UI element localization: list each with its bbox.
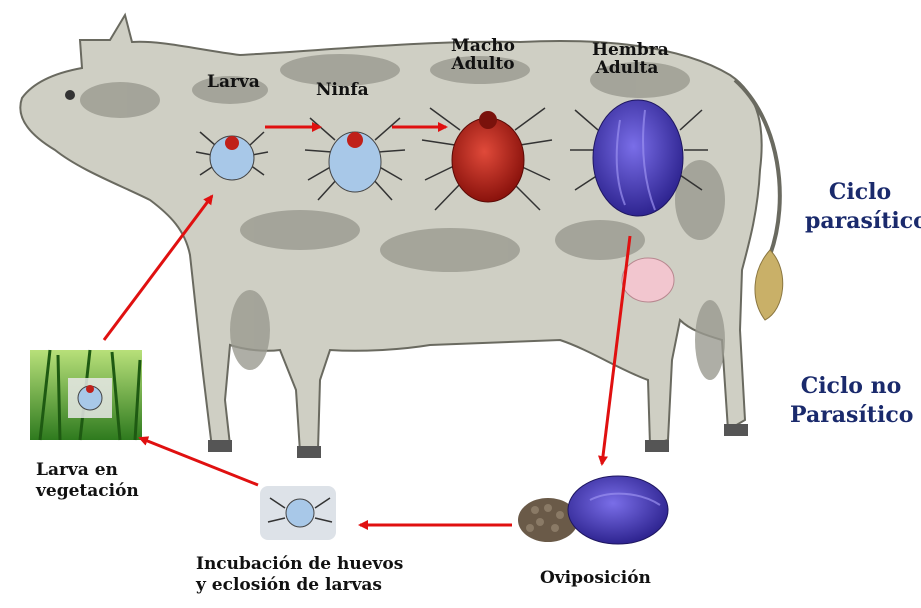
macho-adulto-label: Macho Adulto: [448, 38, 518, 74]
ciclo-parasitico-line-1: Ciclo: [805, 178, 915, 207]
larva-en-vegetacion-line-2: vegetación: [36, 481, 139, 502]
incubacion-line-1: Incubación de huevos: [196, 554, 403, 575]
ciclo-no-parasitico-label: Ciclo no Parasítico: [790, 372, 912, 429]
hembra-adulta-label: Hembra Adulta: [592, 42, 662, 78]
ciclo-no-parasitico-line-1: Ciclo no: [790, 372, 912, 401]
macho-adulto-line-2: Adulto: [448, 56, 518, 74]
larva-en-vegetacion-line-1: Larva en: [36, 460, 139, 481]
ciclo-no-parasitico-line-2: Parasítico: [790, 401, 912, 430]
arrow-incubacion-to-vegetacion: [140, 438, 258, 485]
oviposicion-label: Oviposición: [540, 568, 651, 589]
ciclo-parasitico-line-2: parasítico: [805, 207, 915, 236]
ciclo-parasitico-label: Ciclo parasítico: [805, 178, 915, 235]
incubacion-line-2: y eclosión de larvas: [196, 575, 403, 596]
larva-label: Larva: [207, 74, 260, 91]
oviposition-image: [518, 476, 668, 544]
larva-en-vegetacion-label: Larva en vegetación: [36, 460, 139, 503]
ninfa-label: Ninfa: [316, 82, 369, 99]
hembra-adulta-line-2: Adulta: [592, 60, 662, 78]
larva-in-vegetation-image: [30, 350, 142, 440]
incubacion-label: Incubación de huevos y eclosión de larva…: [196, 554, 403, 597]
egg-hatching-image: [260, 486, 336, 540]
